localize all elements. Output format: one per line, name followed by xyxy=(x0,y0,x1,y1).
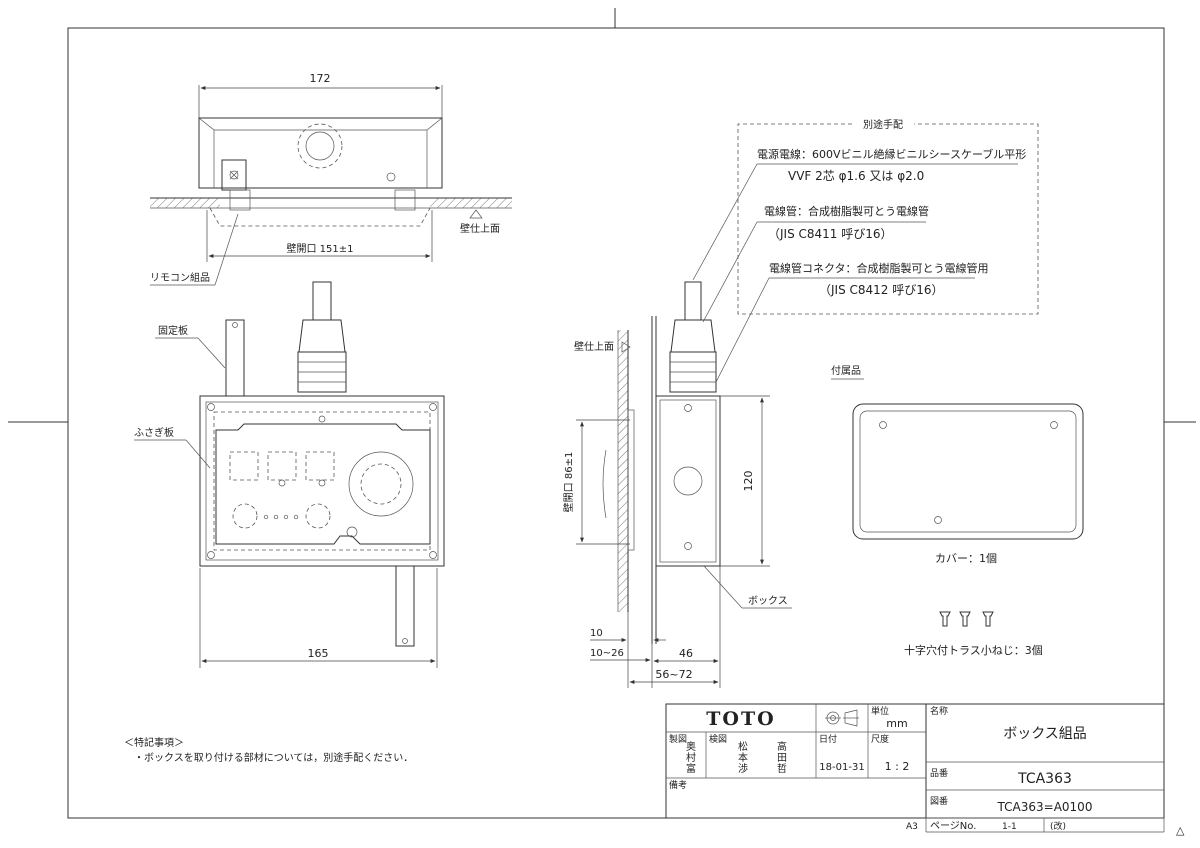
screws-label: 十字穴付トラス小ねじ：3個 xyxy=(904,643,1043,657)
date-value: 18-01-31 xyxy=(819,762,864,773)
part-label: 品番 xyxy=(930,767,948,779)
top-view: 172 壁仕上面 壁開口 151±1 xyxy=(150,72,512,286)
top-wall-opening-dim: 壁開口 151±1 xyxy=(286,242,353,255)
checked-2b: 田 xyxy=(777,753,787,764)
accessories: 付属品 カバー：1個 十字穴付トラス小ねじ：3個 xyxy=(831,364,1084,657)
scale-label: 尺度 xyxy=(871,733,889,745)
drawn-label: 製図 xyxy=(669,733,687,745)
unit-label: 単位 xyxy=(871,705,889,717)
separate-line4: （JIS C8411 呼び16） xyxy=(768,227,893,241)
title-block: TOTO 単位 mm 名称 ボックス組品 製図 奥 村 富 検図 松 本 渉 高… xyxy=(665,703,1165,833)
drawn-by-1: 奥 xyxy=(686,740,696,753)
toto-logo: TOTO xyxy=(706,708,775,730)
checked-2a: 高 xyxy=(777,740,787,753)
separate-line2: VVF 2芯 φ1.6 又は φ2.0 xyxy=(788,169,924,183)
sheet-border xyxy=(8,8,1196,819)
top-wall-finish-label: 壁仕上面 xyxy=(460,222,500,235)
checked-1c: 渉 xyxy=(738,762,748,775)
notes: ＜特記事項＞ ・ボックスを取り付ける部材については，別途手配ください． xyxy=(124,736,413,764)
separate-title: 別途手配 xyxy=(863,118,903,131)
dim-46: 46 xyxy=(679,647,693,660)
front-width-dim: 165 xyxy=(308,647,329,660)
drawing-value: TCA363=A0100 xyxy=(997,800,1093,814)
page-value: 1-1 xyxy=(1002,822,1017,832)
remote-assembly-label: リモコン組品 xyxy=(150,271,210,284)
page-label: ページNo. xyxy=(930,821,976,832)
separate-line1: 電源電線：600Vビニル絶縁ビニルシースケーブル平形 xyxy=(757,147,1026,161)
separate-line6: （JIS C8412 呼び16） xyxy=(819,283,944,297)
side-wall-finish-label: 壁仕上面 xyxy=(574,340,614,353)
lid-plate-label: ふさぎ板 xyxy=(134,426,174,439)
separate-line5: 電線管コネクタ：合成樹脂製可とう電線管用 xyxy=(769,261,989,275)
date-label: 日付 xyxy=(819,734,837,745)
name-value: ボックス組品 xyxy=(1003,726,1087,742)
drawing-label: 図番 xyxy=(930,795,948,807)
name-label: 名称 xyxy=(930,705,948,717)
dim-10: 10 xyxy=(590,628,603,639)
scale-value: 1 : 2 xyxy=(885,760,910,773)
fixing-plate-label: 固定板 xyxy=(158,324,188,337)
checked-label: 検図 xyxy=(709,733,727,745)
revision-label: (改) xyxy=(1050,820,1066,832)
sheet-size: A3 xyxy=(906,822,918,832)
screw-icons xyxy=(939,611,994,627)
drawn-by-3: 富 xyxy=(686,762,696,775)
dim-10-26: 10~26 xyxy=(590,648,624,659)
front-view: 固定板 ふさぎ板 xyxy=(134,281,445,668)
side-view: 壁仕上面 120 壁開口 86±1 ボックス xyxy=(562,281,792,688)
remarks-label: 備考 xyxy=(669,779,687,791)
top-width-dim: 172 xyxy=(310,72,331,85)
side-height-dim: 120 xyxy=(742,471,755,492)
side-wall-opening-dim: 壁開口 86±1 xyxy=(562,452,575,513)
checked-2c: 哲 xyxy=(777,763,787,775)
dim-56-72: 56~72 xyxy=(655,668,692,681)
checked-1a: 松 xyxy=(738,740,748,753)
separate-procurement: 別途手配 電源電線：600Vビニル絶縁ビニルシースケーブル平形 VVF 2芯 φ… xyxy=(692,118,1039,383)
corner-mark: △ xyxy=(1176,824,1185,837)
drawn-by-2: 村 xyxy=(686,751,696,764)
separate-line3: 電線管：合成樹脂製可とう電線管 xyxy=(764,204,929,218)
unit-value: mm xyxy=(886,717,907,730)
checked-1b: 本 xyxy=(738,751,748,764)
notes-line1: ・ボックスを取り付ける部材については，別途手配ください． xyxy=(134,751,413,764)
accessories-title: 付属品 xyxy=(831,364,861,377)
projection-symbol-icon xyxy=(825,709,859,727)
cover-label: カバー：1個 xyxy=(935,552,997,565)
part-value: TCA363 xyxy=(1017,771,1072,787)
notes-title: ＜特記事項＞ xyxy=(124,736,184,749)
box-label: ボックス xyxy=(748,595,788,607)
